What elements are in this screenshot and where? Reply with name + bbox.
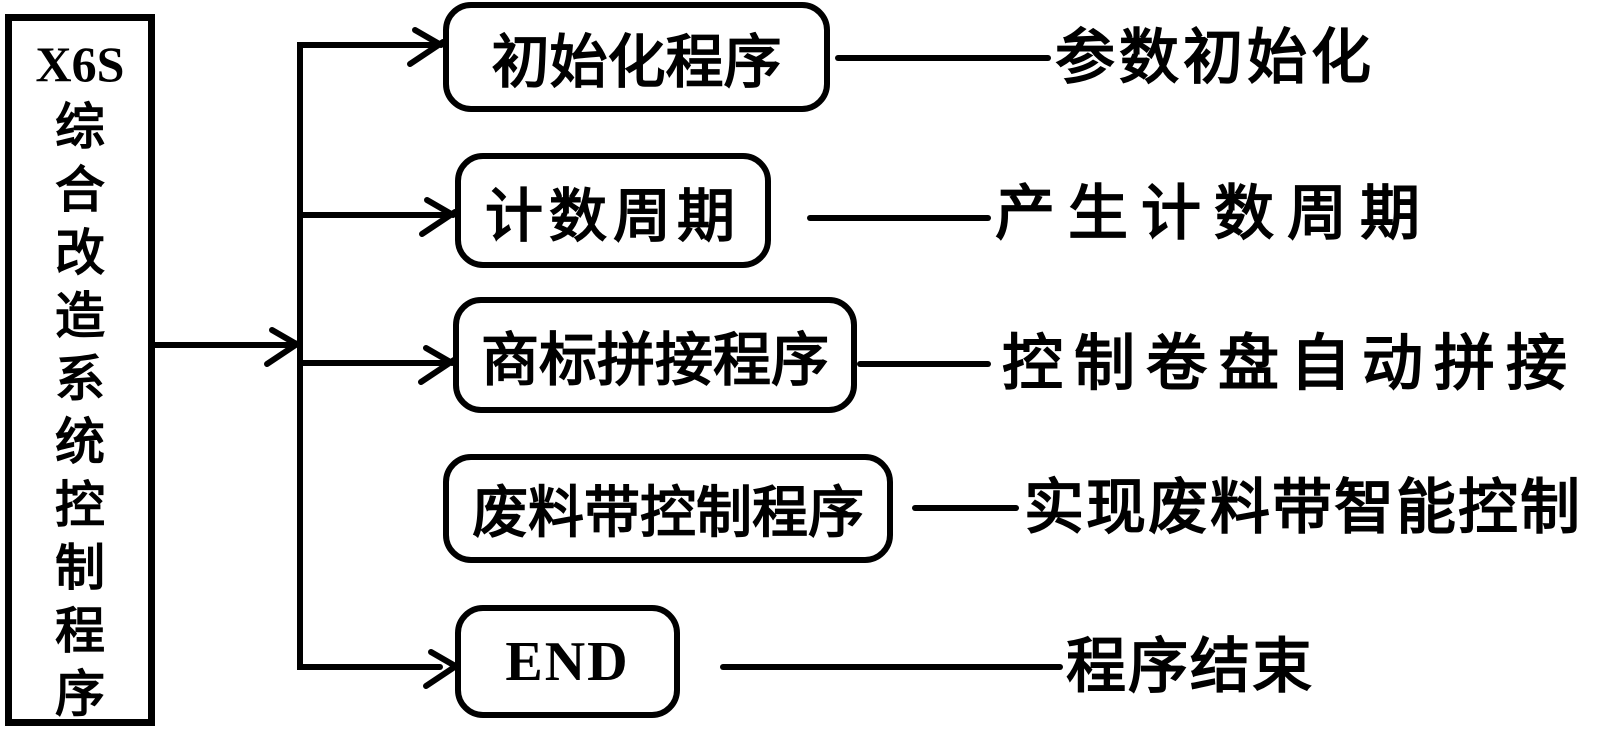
flow-node-waste: 废料带控制程序	[443, 454, 893, 563]
root-label-line: 合	[55, 162, 105, 218]
description-splice: 控制卷盘自动拼接	[1002, 331, 1579, 398]
trunk-line	[297, 42, 443, 670]
root-label-line: 控	[55, 477, 105, 533]
arrowhead	[419, 197, 458, 237]
description-end: 程序结束	[1066, 634, 1314, 700]
root-label-line: 统	[55, 414, 105, 470]
arrowhead	[418, 345, 457, 385]
flow-node-splice: 商标拼接程序	[453, 297, 857, 413]
description-waste: 实现废料带智能控制	[1024, 475, 1582, 541]
description-init: 参数初始化	[1055, 25, 1375, 91]
root-program-box: X6S 综 合 改 造 系 统 控 制 程 序	[5, 14, 155, 726]
arrowhead	[264, 327, 303, 367]
root-label-line: X6S	[35, 36, 125, 92]
flow-node-count: 计数周期	[455, 153, 771, 268]
root-label-line: 造	[55, 288, 105, 344]
root-label-line: 综	[55, 99, 105, 155]
root-label-line: 改	[55, 225, 105, 281]
flow-node-end: END	[455, 605, 680, 718]
arrowhead	[407, 27, 446, 67]
root-label-line: 序	[55, 666, 105, 722]
description-count: 产生计数周期	[995, 181, 1433, 247]
root-label-line: 系	[55, 351, 105, 407]
root-label-line: 制	[55, 540, 105, 596]
flow-node-init: 初始化程序	[443, 2, 830, 112]
root-label-line: 程	[55, 603, 105, 659]
arrowhead	[423, 649, 462, 689]
